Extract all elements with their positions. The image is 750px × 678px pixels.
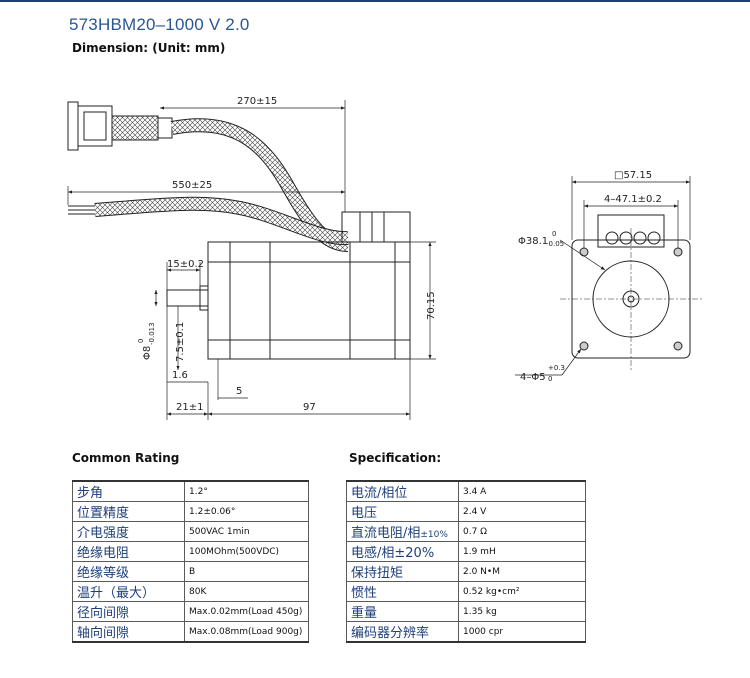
row-label: 径向间隙 <box>72 601 185 622</box>
front-dim-labels: □57.15 4–47.1±0.2 Φ38.1 0 -0.05 4–Φ5 +0.… <box>518 170 662 383</box>
dim-shaft-tol-upper: 0 <box>137 339 145 343</box>
mount-hole <box>673 247 683 257</box>
row-value: 1.2° <box>184 480 309 502</box>
model-title: 573HBM20–1000 V 2.0 <box>69 15 250 34</box>
row-label-text: 惯性 <box>351 586 378 601</box>
row-value: 80K <box>184 581 309 602</box>
dim-pilot-tol-lower: -0.05 <box>546 240 564 248</box>
dim-pilot-dia: Φ38.1 <box>518 236 548 247</box>
side-view <box>67 100 436 420</box>
row-label-tolerance: ±10% <box>420 530 448 540</box>
row-value: 2.0 N•M <box>458 561 586 582</box>
table-row: 惯性 0.52 kg•cm² <box>346 581 586 602</box>
row-value: B <box>184 561 309 582</box>
dimension-title: Dimension: (Unit: mm) <box>72 41 226 55</box>
row-label: 轴向间隙 <box>72 621 185 643</box>
row-value: Max.0.02mm(Load 450g) <box>184 601 309 622</box>
row-label-text: 直流电阻/相 <box>351 526 421 541</box>
table-row: 直流电阻/相±10%0.7 Ω <box>346 521 586 542</box>
row-label-text: 重量 <box>351 606 378 621</box>
dim-frame-size: □57.15 <box>614 170 652 181</box>
row-value: 1.35 kg <box>458 601 586 622</box>
dim-flange: 5 <box>236 386 242 397</box>
dim-mount-holes: 4–Φ5 <box>520 372 546 383</box>
row-value: 1000 cpr <box>458 621 586 643</box>
dim-shaft-tol-lower: -0.013 <box>148 322 156 345</box>
row-label-text: 电感/相±20% <box>351 546 435 561</box>
row-label: 保持扭矩 <box>346 561 459 582</box>
table-row: 编码器分辨率 1000 cpr <box>346 621 586 643</box>
row-label: 直流电阻/相±10% <box>346 521 459 542</box>
row-label: 电感/相±20% <box>346 541 459 562</box>
row-label: 电压 <box>346 501 459 522</box>
dim-pilot-tol-upper: 0 <box>552 230 556 238</box>
dim-shaft-length: 21±1 <box>176 402 203 413</box>
row-value: 0.52 kg•cm² <box>458 581 586 602</box>
front-view <box>515 176 702 376</box>
row-label: 绝缘电阻 <box>72 541 185 562</box>
table-row: 电压 2.4 V <box>346 501 586 522</box>
table-row: 电感/相±20% 1.9 mH <box>346 541 586 562</box>
mount-hole <box>579 247 589 257</box>
dim-hole-pitch: 4–47.1±0.2 <box>604 194 662 205</box>
table-row: 电流/相位 3.4 A <box>346 480 586 502</box>
dim-body-length: 97 <box>303 402 316 413</box>
row-value: 1.9 mH <box>458 541 586 562</box>
row-label: 介电强度 <box>72 521 185 542</box>
common-rating-title: Common Rating <box>72 451 180 465</box>
row-label: 重量 <box>346 601 459 622</box>
table-row: 温升（最大）80K <box>72 581 309 602</box>
row-value: 2.4 V <box>458 501 586 522</box>
power-wires <box>68 205 95 215</box>
top-border <box>0 0 750 2</box>
row-value: 100MOhm(500VDC) <box>184 541 309 562</box>
row-value: 3.4 A <box>458 480 586 502</box>
row-label: 电流/相位 <box>346 480 459 502</box>
row-label: 编码器分辨率 <box>346 621 459 643</box>
side-dim-lines <box>67 100 436 420</box>
side-dim-labels: 270±15 550±25 15±0.2 Φ8 0 -0.013 7.5±0.1… <box>137 96 437 413</box>
dim-key-length: 15±0.2 <box>167 259 204 270</box>
dim-cable-550: 550±25 <box>172 180 212 191</box>
row-value: 1.2±0.06° <box>184 501 309 522</box>
row-value: 0.7 Ω <box>458 521 586 542</box>
dim-body-height: 70.15 <box>426 291 437 320</box>
table-row: 重量 1.35 kg <box>346 601 586 622</box>
dim-flat-depth: 7.5±0.1 <box>175 322 186 362</box>
specification-title: Specification: <box>349 451 442 465</box>
table-row: 保持扭矩 2.0 N•M <box>346 561 586 582</box>
dim-boss-height: 1.6 <box>172 370 188 381</box>
connector-db9 <box>67 101 173 151</box>
mount-hole <box>673 341 683 351</box>
row-label: 位置精度 <box>72 501 185 522</box>
motor-body <box>207 241 411 360</box>
row-label-text: 电流/相位 <box>351 486 408 501</box>
row-label: 步角 <box>72 480 185 502</box>
row-value: 500VAC 1min <box>184 521 309 542</box>
dim-cable-270: 270±15 <box>237 96 277 107</box>
row-label-text: 电压 <box>351 506 378 521</box>
row-value: Max.0.08mm(Load 900g) <box>184 621 309 643</box>
dimension-drawing: 270±15 550±25 15±0.2 Φ8 0 -0.013 7.5±0.1… <box>67 96 702 420</box>
row-label-text: 保持扭矩 <box>351 566 404 581</box>
row-label: 温升（最大） <box>72 581 185 602</box>
row-label: 绝缘等级 <box>72 561 185 582</box>
mount-hole <box>579 341 589 351</box>
dim-shaft-dia: Φ8 <box>142 346 153 360</box>
row-label: 惯性 <box>346 581 459 602</box>
dim-mount-tol-lower: 0 <box>548 375 552 383</box>
dim-mount-tol-upper: +0.3 <box>548 364 565 372</box>
front-dim-lines <box>515 176 691 376</box>
shaft <box>166 289 209 307</box>
row-label-text: 编码器分辨率 <box>351 626 430 641</box>
